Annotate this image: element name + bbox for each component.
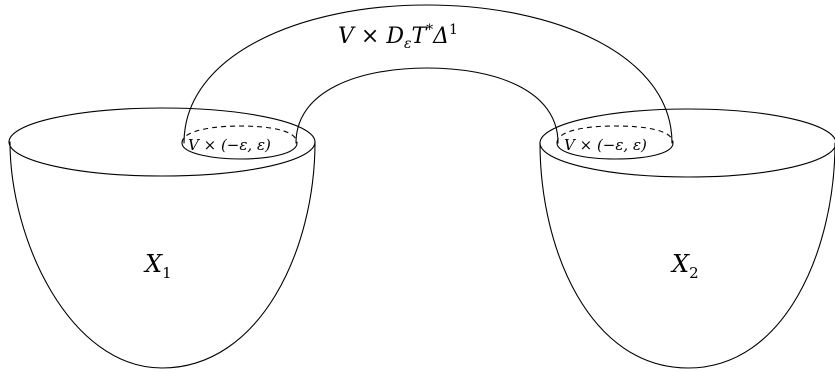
bowl-left-label: X1	[143, 250, 172, 282]
neck-left-front	[181, 142, 298, 160]
bowl-right-body	[539, 142, 835, 369]
bowl-right-label: X2	[670, 250, 699, 282]
bridge-inner-arc	[295, 67, 559, 144]
bridge-label: V × DεT*Δ1	[338, 22, 458, 52]
neck-left-label: V × (−ε, ε)	[188, 136, 271, 154]
bowl-right	[539, 108, 835, 369]
neck-right-front	[556, 142, 674, 160]
neck-right-label: V × (−ε, ε)	[564, 136, 647, 154]
neck-right-back	[556, 125, 674, 144]
neck-left	[181, 125, 298, 160]
neck-right	[556, 125, 674, 160]
bridge-outer-arc	[183, 4, 673, 144]
bowl-left	[8, 107, 316, 369]
bridge-handle	[183, 4, 673, 144]
bowl-left-body	[9, 141, 316, 369]
neck-left-back	[181, 125, 298, 144]
